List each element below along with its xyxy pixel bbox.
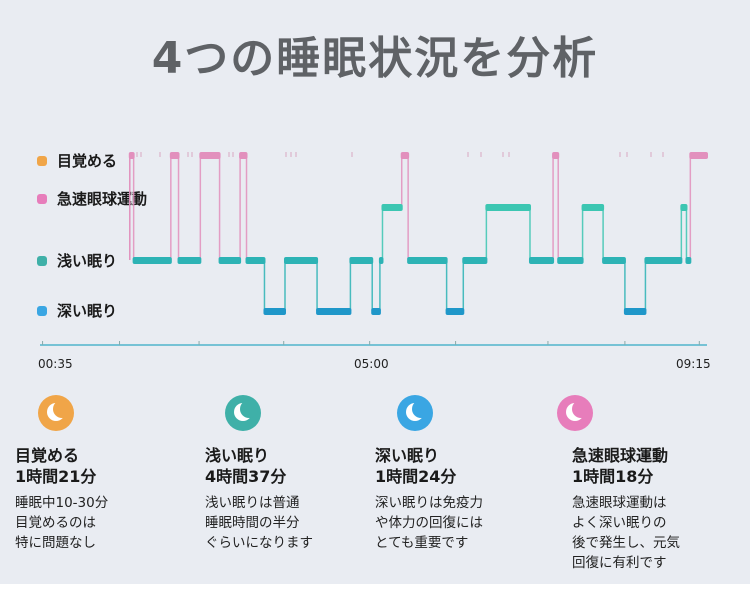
stage-segment-awake — [552, 152, 560, 159]
stage-segment-rem — [485, 204, 531, 211]
card-name: 急速眼球運動 — [572, 446, 669, 465]
stage-segment-awake — [128, 152, 135, 159]
stage-segment-light — [349, 257, 374, 264]
card-name: 浅い眠り — [205, 446, 270, 465]
stage-segment-awake — [169, 152, 180, 159]
card-light: 浅い眠り 4時間37分 浅い眠りは普通 睡眠時間の半分 ぐらいになります — [205, 395, 313, 553]
legend-deep: 深い眠り — [37, 300, 117, 321]
legend-light: 浅い眠り — [37, 250, 117, 271]
card-name: 目覚める — [15, 446, 80, 465]
stage-segment-light — [283, 257, 319, 264]
legend-deep-swatch — [37, 305, 47, 316]
stage-segment-light — [602, 257, 626, 264]
x-tick-label-start: 00:35 — [38, 357, 73, 371]
stage-segment-rem — [381, 204, 403, 211]
stage-segment-deep — [263, 308, 286, 315]
card-duration: 4時間37分 — [205, 467, 287, 486]
stage-segment-light — [407, 257, 448, 264]
stage-segment-light — [644, 257, 683, 264]
stage-segment-deep — [371, 308, 381, 315]
card-description: 急速眼球運動は よく深い眠りの 後で発生し、元気 回復に有利です — [572, 495, 680, 571]
card-awake: 目覚める 1時間21分 睡眠中10-30分 目覚めるのは 特に問題なし — [15, 395, 108, 553]
stage-segment-light — [528, 257, 555, 264]
card-duration: 1時間18分 — [572, 467, 654, 486]
stage-segment-deep — [445, 308, 465, 315]
stage-segment-deep — [316, 308, 352, 315]
stage-segment-light — [245, 257, 266, 264]
stage-segment-awake — [199, 152, 221, 159]
bottom-strip — [0, 584, 750, 594]
stage-segment-deep — [623, 308, 647, 315]
legend-rem-swatch — [37, 193, 47, 204]
stage-segment-light — [557, 257, 584, 264]
card-description: 深い眠りは免疫力 や体力の回復には とても重要です — [375, 495, 483, 551]
card-name: 深い眠り — [375, 446, 440, 465]
card-description: 浅い眠りは普通 睡眠時間の半分 ぐらいになります — [205, 495, 313, 551]
stage-segment-light — [218, 257, 242, 264]
stage-segment-awake — [400, 152, 410, 159]
stage-segment-light — [462, 257, 488, 264]
moon-icon — [557, 395, 593, 431]
card-duration: 1時間21分 — [15, 467, 97, 486]
page-title: 4つの睡眠状況を分析 — [151, 33, 599, 84]
x-tick-label-end: 09:15 — [676, 357, 711, 371]
x-tick-label-mid: 05:00 — [354, 357, 389, 371]
stage-segment-light — [378, 257, 384, 264]
moon-icon — [397, 395, 433, 431]
stage-segment-rem — [581, 204, 605, 211]
legend-label: 急速眼球運動 — [57, 190, 148, 208]
moon-icon — [225, 395, 261, 431]
stage-segment-light — [132, 257, 172, 264]
legend-rem: 急速眼球運動 — [37, 188, 147, 209]
card-rem: 急速眼球運動 1時間18分 急速眼球運動は よく深い眠りの 後で発生し、元気 回… — [557, 395, 680, 573]
stage-segment-light — [177, 257, 202, 264]
card-deep: 深い眠り 1時間24分 深い眠りは免疫力 や体力の回復には とても重要です — [375, 395, 483, 553]
stage-segment-light — [685, 257, 692, 264]
stage-segment-awake — [689, 152, 708, 159]
card-duration: 1時間24分 — [375, 467, 457, 486]
stage-segment-rem — [680, 204, 688, 211]
sleep-stage-chart — [40, 152, 708, 346]
moon-icon — [38, 395, 74, 431]
legend-awake-swatch — [37, 155, 47, 166]
legend-label: 浅い眠り — [57, 252, 118, 270]
legend-awake: 目覚める — [37, 150, 117, 171]
legend-label: 目覚める — [57, 152, 118, 170]
legend-light-swatch — [37, 255, 47, 266]
legend-label: 深い眠り — [57, 302, 118, 320]
card-description: 睡眠中10-30分 目覚めるのは 特に問題なし — [15, 495, 109, 551]
stage-segment-awake — [239, 152, 248, 159]
